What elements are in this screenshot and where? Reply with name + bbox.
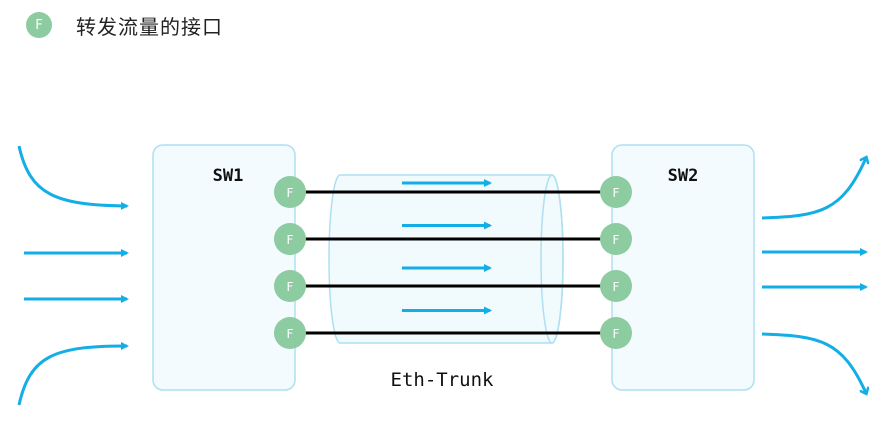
- switch-sw2-label: SW2: [668, 166, 699, 186]
- port-label: F: [613, 233, 620, 247]
- eth-trunk-label: Eth-Trunk: [391, 369, 495, 391]
- ports: F F F F F F F F: [274, 176, 632, 349]
- trunk-flow-arrows: [402, 179, 492, 315]
- sw1-port: F: [274, 270, 306, 302]
- port-icon: [274, 270, 306, 302]
- port-label: F: [613, 186, 620, 200]
- port-label: F: [613, 280, 620, 294]
- port-label: F: [287, 233, 294, 247]
- port-icon: [274, 317, 306, 349]
- outgoing-flows: [761, 158, 866, 393]
- port-icon: [274, 223, 306, 255]
- sw1-port: F: [274, 317, 306, 349]
- forwarding-port-icon: F: [26, 12, 52, 38]
- outgoing-flow-arrow: [761, 158, 866, 220]
- incoming-flow-arrow: [17, 342, 129, 406]
- port-label: F: [287, 327, 294, 341]
- port-label: F: [287, 280, 294, 294]
- switch-sw2: [611, 144, 755, 391]
- port-label: F: [613, 327, 620, 341]
- legend: F 转发流量的接口: [26, 10, 223, 40]
- switch-sw1: [152, 144, 296, 391]
- switch-sw1-label: SW1: [213, 166, 244, 186]
- incoming-flows: [17, 145, 129, 406]
- sw1-port: F: [274, 223, 306, 255]
- sw1-port: F: [274, 176, 306, 208]
- legend-label: 转发流量的接口: [76, 14, 223, 39]
- port-icon: [600, 270, 632, 302]
- port-label: F: [287, 186, 294, 200]
- sw2-port: F: [600, 270, 632, 302]
- sw2-port: F: [600, 223, 632, 255]
- eth-trunk-cylinder: [328, 174, 564, 344]
- trunk-links: [290, 190, 617, 335]
- port-icon: [600, 223, 632, 255]
- port-icon: [274, 176, 306, 208]
- port-icon: [600, 317, 632, 349]
- outgoing-flow-arrow: [761, 332, 866, 393]
- sw2-port: F: [600, 317, 632, 349]
- sw2-port: F: [600, 176, 632, 208]
- incoming-flow-arrow: [17, 145, 129, 210]
- port-icon: [600, 176, 632, 208]
